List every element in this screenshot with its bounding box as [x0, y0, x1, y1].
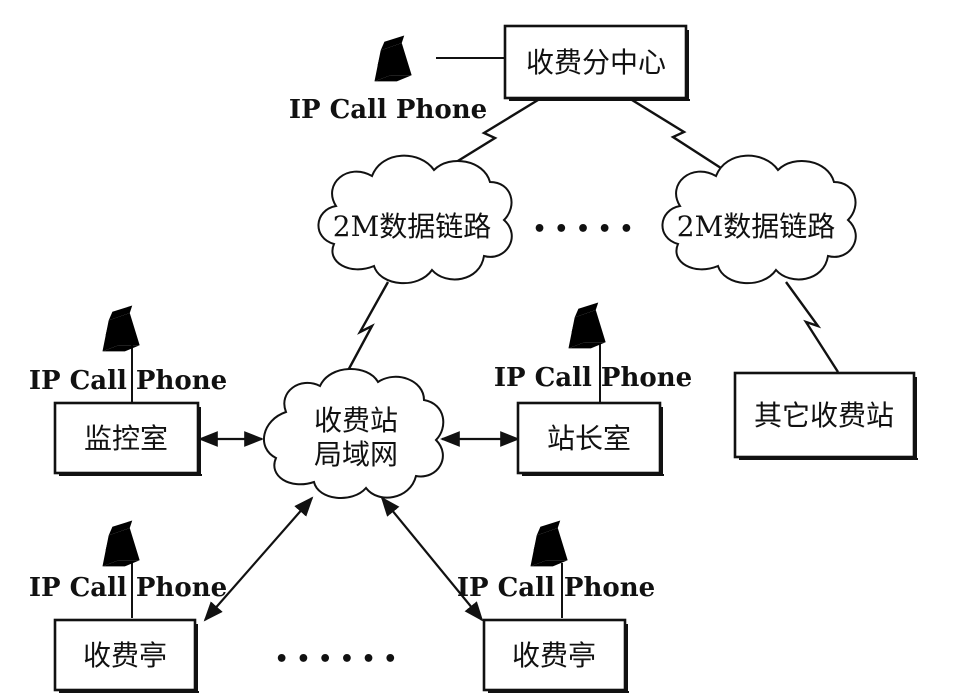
wireless-link-cloud-other	[785, 281, 840, 373]
data-link-label-left: 2M数据链路	[333, 210, 492, 243]
phone-label-monitor: IP Call Phone	[29, 366, 227, 396]
lan-label-line2: 局域网	[314, 438, 398, 471]
data-link-cloud-right: 2M数据链路	[661, 154, 857, 284]
booth-ellipsis: • • • • • •	[275, 647, 398, 672]
toll-booth-left-node: 收费亭	[53, 618, 199, 693]
station-master-room-label: 站长室	[547, 422, 631, 455]
data-link-label-right: 2M数据链路	[677, 210, 836, 243]
station-lan-cloud: 收费站 局域网	[263, 368, 445, 500]
other-toll-stations-node: 其它收费站	[733, 371, 918, 460]
wireless-link-center-left	[439, 98, 539, 174]
lan-label-line1: 收费站	[314, 404, 398, 437]
toll-booth-right-label: 收费亭	[512, 639, 596, 672]
wireless-link-center-right	[631, 98, 725, 172]
toll-booth-left-label: 收费亭	[83, 639, 167, 672]
desk-phone-icon	[102, 520, 140, 567]
arrow-lan-booth-left	[203, 496, 314, 622]
phone-label-center: IP Call Phone	[289, 95, 487, 125]
arrow-lan-booth-right	[380, 496, 484, 622]
station-master-room-node: 站长室	[516, 401, 664, 476]
desk-phone-icon	[374, 35, 412, 82]
phone-label-booth-right: IP Call Phone	[457, 573, 655, 603]
data-link-cloud-left: 2M数据链路	[317, 154, 513, 284]
phone-label-booth-left: IP Call Phone	[29, 573, 227, 603]
link-ellipsis: • • • • •	[533, 217, 634, 242]
toll-sub-center-node: 收费分中心	[503, 24, 690, 101]
phone-label-master: IP Call Phone	[494, 363, 692, 393]
desk-phone-icon	[530, 520, 568, 567]
monitor-room-label: 监控室	[84, 422, 168, 455]
wireless-link-cloud-lan	[342, 281, 390, 379]
desk-phone-icon	[568, 302, 606, 349]
other-toll-stations-label: 其它收费站	[754, 399, 894, 432]
desk-phone-icon	[102, 305, 140, 352]
toll-sub-center-label: 收费分中心	[526, 46, 666, 79]
toll-booth-right-node: 收费亭	[482, 618, 629, 693]
monitor-room-node: 监控室	[53, 401, 202, 476]
